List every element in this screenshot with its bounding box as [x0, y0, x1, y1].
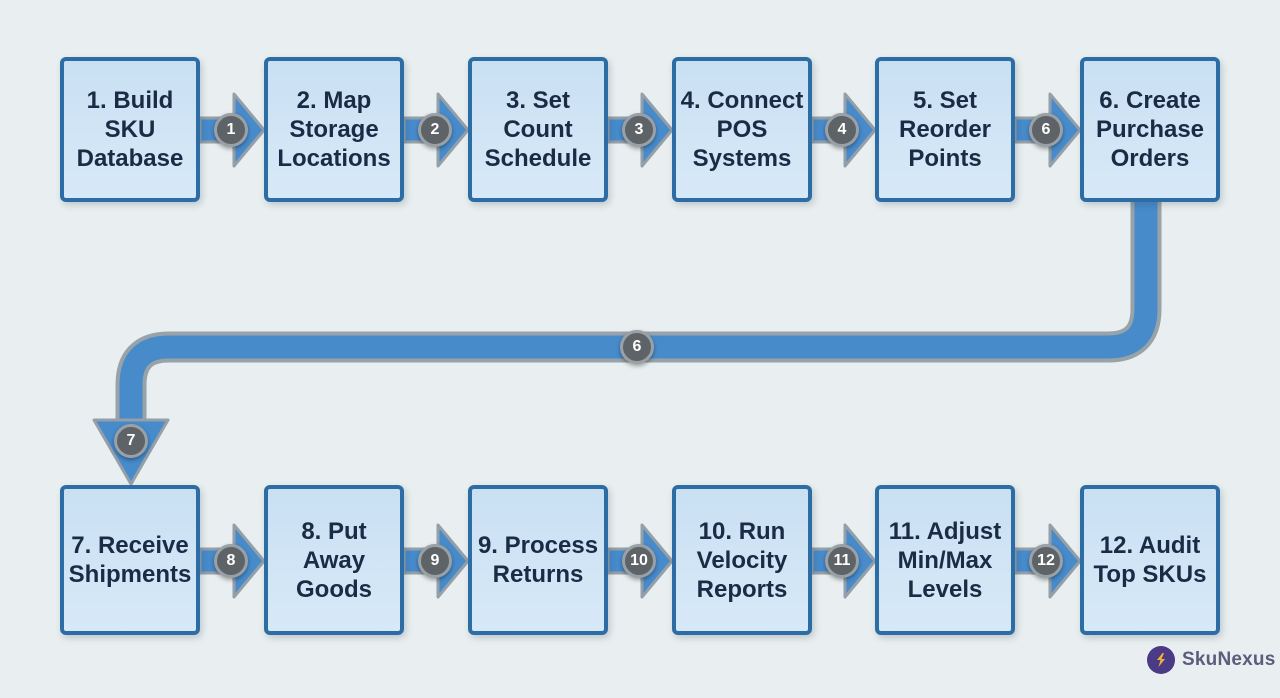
flow-step-5: 5. Set Reorder Points	[875, 57, 1015, 202]
flow-step-11: 11. Adjust Min/Max Levels	[875, 485, 1015, 635]
flow-step-2: 2. Map Storage Locations	[264, 57, 404, 202]
flow-step-5-label: 5. Set Reorder Points	[898, 87, 992, 172]
arrow-badge-3: 3	[622, 113, 656, 147]
return-connector-casing	[115, 198, 1162, 424]
flow-step-10-label: 10. Run Velocity Reports	[696, 517, 788, 603]
arrow-badge-9: 9	[418, 544, 452, 578]
flow-step-10: 10. Run Velocity Reports	[672, 485, 812, 635]
lightning-bolt-icon	[1147, 646, 1175, 674]
return-connector	[119, 198, 1158, 424]
flow-step-6: 6. Create Purchase Orders	[1080, 57, 1220, 202]
flow-step-11-label: 11. Adjust Min/Max Levels	[888, 517, 1002, 603]
arrow-badge-12: 12	[1029, 544, 1063, 578]
flow-step-3-label: 3. Set Count Schedule	[484, 87, 592, 172]
flow-step-8: 8. Put Away Goods	[264, 485, 404, 635]
arrow-badge-11: 11	[825, 544, 859, 578]
flow-step-7: 7. Receive Shipments	[60, 485, 200, 635]
flow-step-4: 4. Connect POS Systems	[672, 57, 812, 202]
arrow-badge-10: 10	[622, 544, 656, 578]
flow-step-7-label: 7. Receive Shipments	[68, 532, 192, 588]
flow-step-1-label: 1. Build SKU Database	[76, 87, 184, 172]
flow-step-12-label: 12. Audit Top SKUs	[1093, 532, 1207, 588]
flow-step-6-label: 6. Create Purchase Orders	[1095, 87, 1205, 172]
flow-step-3: 3. Set Count Schedule	[468, 57, 608, 202]
skunexus-logo: SkuNexus	[1147, 646, 1275, 674]
flow-step-2-label: 2. Map Storage Locations	[277, 87, 391, 172]
logo-wordmark: SkuNexus	[1182, 649, 1276, 670]
return-connector-badge-6: 6	[620, 330, 654, 364]
arrow-badge-8: 8	[214, 544, 248, 578]
flow-step-1: 1. Build SKU Database	[60, 57, 200, 202]
arrow-badge-6: 6	[1029, 113, 1063, 147]
flow-step-9-label: 9. Process Returns	[477, 532, 599, 588]
arrow-badge-2: 2	[418, 113, 452, 147]
flow-step-9: 9. Process Returns	[468, 485, 608, 635]
flow-step-4-label: 4. Connect POS Systems	[680, 87, 804, 172]
flow-step-12: 12. Audit Top SKUs	[1080, 485, 1220, 635]
arrow-badge-1: 1	[214, 113, 248, 147]
arrow-badge-4: 4	[825, 113, 859, 147]
return-arrowhead-badge-7: 7	[114, 424, 148, 458]
flow-step-8-label: 8. Put Away Goods	[296, 517, 372, 603]
